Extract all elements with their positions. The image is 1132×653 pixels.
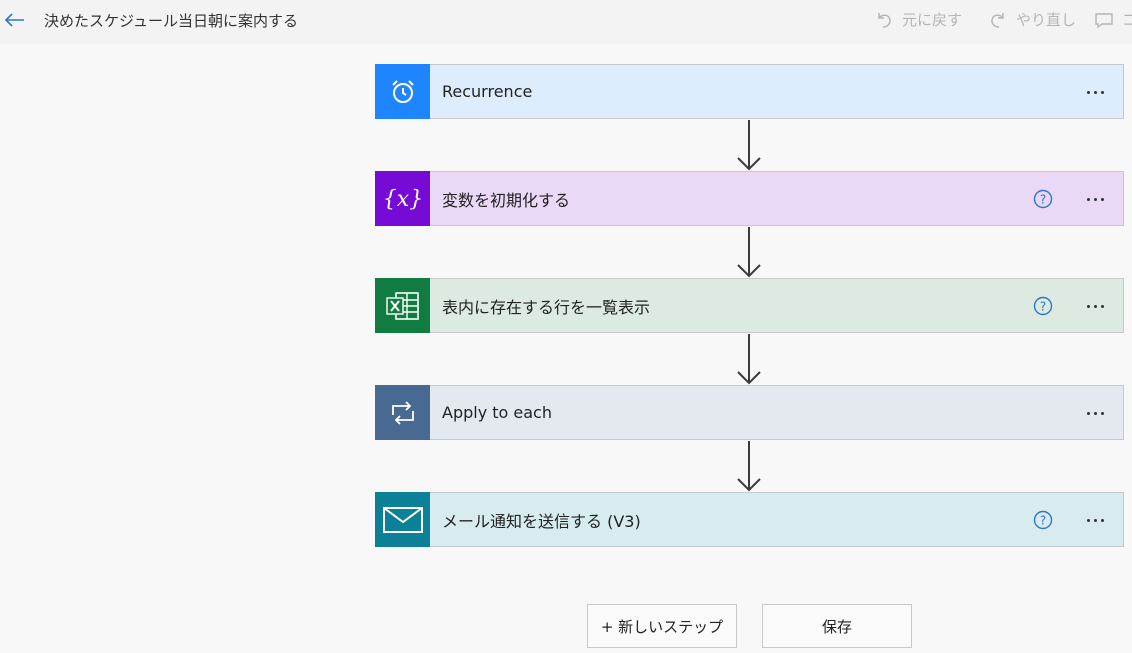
- more-options-button[interactable]: [1079, 402, 1111, 424]
- new-step-button[interactable]: + 新しいステップ: [587, 604, 737, 648]
- comment-label: コ: [1122, 11, 1132, 29]
- more-options-button[interactable]: [1079, 81, 1111, 103]
- mail-icon: [382, 506, 423, 533]
- redo-icon: [991, 12, 1004, 28]
- save-button[interactable]: 保存: [762, 604, 912, 648]
- help-button[interactable]: ?: [1033, 510, 1053, 530]
- step-label: 表内に存在する行を一覧表示: [442, 297, 651, 317]
- redo-button[interactable]: やり直し: [988, 9, 1076, 30]
- help-button[interactable]: ?: [1033, 296, 1053, 316]
- step-initialize-variable[interactable]: {x} 変数を初期化する ?: [375, 171, 1124, 226]
- back-button[interactable]: [0, 6, 28, 34]
- step-icon-box: [375, 385, 430, 440]
- undo-label: 元に戻す: [902, 11, 963, 29]
- back-arrow-icon: [4, 13, 24, 27]
- step-icon-box: [375, 64, 430, 119]
- step-icon-box: [375, 492, 430, 547]
- step-label: Apply to each: [442, 403, 552, 422]
- step-send-mail[interactable]: メール通知を送信する (V3) ?: [375, 492, 1124, 547]
- step-recurrence[interactable]: Recurrence: [375, 64, 1124, 119]
- more-options-button[interactable]: [1079, 295, 1111, 317]
- alarm-clock-icon: [391, 79, 414, 103]
- svg-text:?: ?: [1040, 300, 1046, 314]
- comment-button[interactable]: コ: [1094, 9, 1132, 30]
- step-label: メール通知を送信する (V3): [442, 511, 641, 531]
- undo-icon: [878, 12, 891, 28]
- step-icon-box: {x}: [375, 171, 430, 226]
- page-title: 決めたスケジュール当日朝に案内する: [44, 12, 298, 30]
- step-label: Recurrence: [442, 82, 533, 101]
- help-icon: ?: [1033, 189, 1053, 209]
- step-icon-box: [375, 278, 430, 333]
- help-icon: ?: [1033, 296, 1053, 316]
- step-list-rows[interactable]: 表内に存在する行を一覧表示 ?: [375, 278, 1124, 333]
- step-label: 変数を初期化する: [442, 190, 571, 210]
- connector-arrow: [737, 441, 761, 492]
- comment-icon: [1095, 12, 1113, 28]
- excel-icon: [385, 291, 419, 320]
- svg-text:?: ?: [1040, 514, 1046, 528]
- step-apply-to-each[interactable]: Apply to each: [375, 385, 1124, 440]
- top-bar: 決めたスケジュール当日朝に案内する 元に戻す やり直し コ: [0, 0, 1132, 44]
- connector-arrow: [737, 334, 761, 385]
- help-icon: ?: [1033, 510, 1053, 530]
- connector-arrow: [737, 227, 761, 278]
- redo-label: やり直し: [1016, 11, 1077, 29]
- more-options-button[interactable]: [1079, 188, 1111, 210]
- svg-text:{x}: {x}: [383, 187, 423, 212]
- more-options-button[interactable]: [1079, 509, 1111, 531]
- variable-icon: {x}: [383, 187, 423, 212]
- loop-icon: [391, 400, 414, 425]
- svg-text:?: ?: [1040, 193, 1046, 207]
- connector-arrow: [737, 120, 761, 171]
- undo-button[interactable]: 元に戻す: [874, 9, 962, 30]
- help-button[interactable]: ?: [1033, 189, 1053, 209]
